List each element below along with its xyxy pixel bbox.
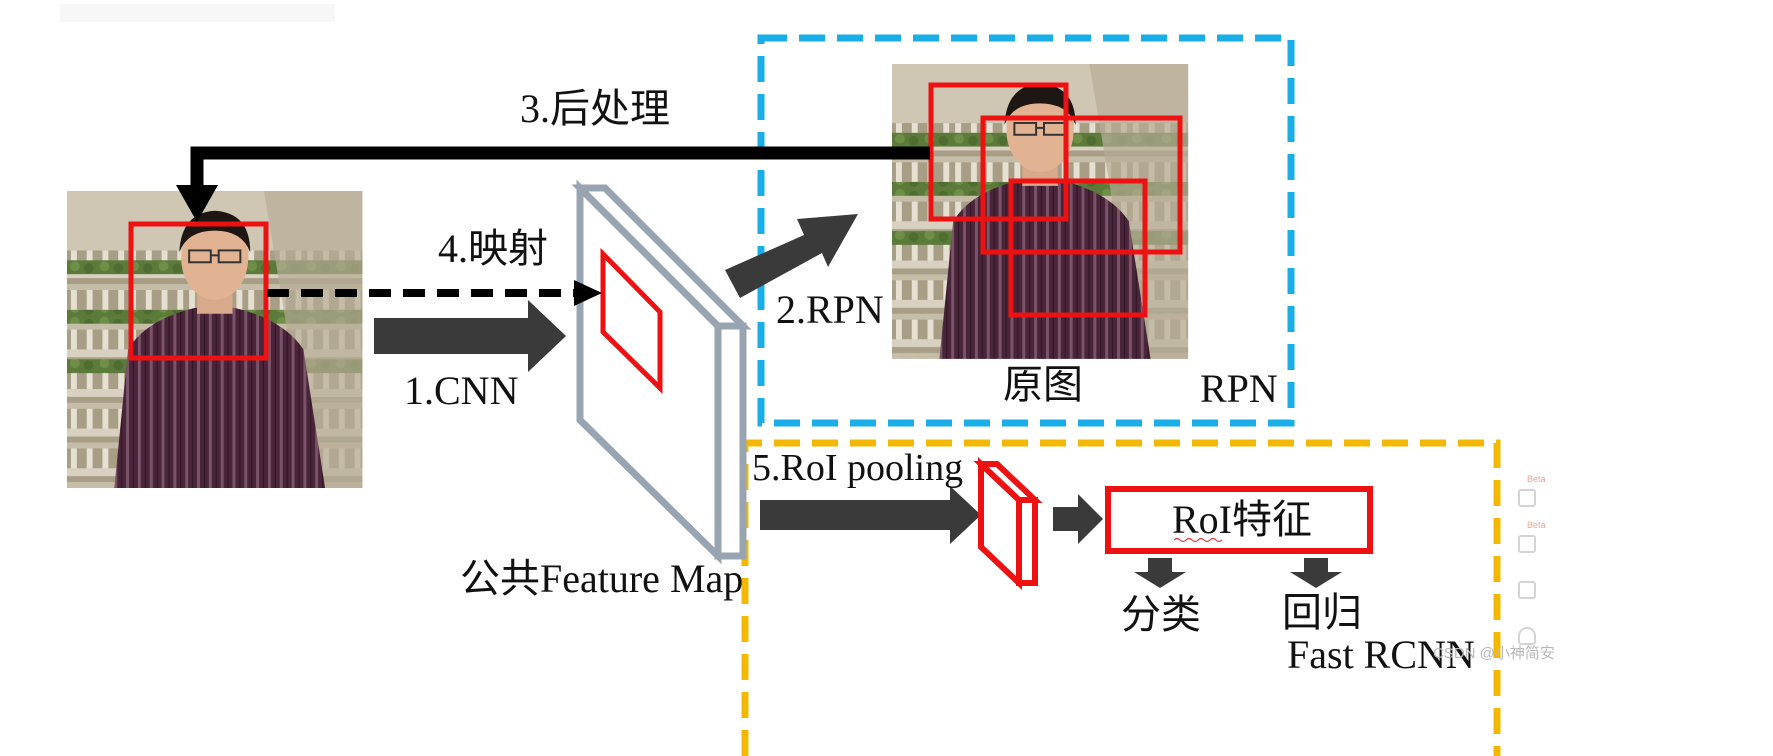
- spellcheck-squiggle: [1173, 537, 1223, 543]
- doc-icon[interactable]: [1518, 489, 1536, 507]
- rpn-proposal-box-3: [1008, 178, 1148, 318]
- roi-pooling-arrow: [760, 486, 981, 544]
- roi-feature-box: [1105, 486, 1373, 554]
- rpn-region-box: [757, 34, 1295, 427]
- feature-map-slab: [571, 179, 752, 565]
- label-original-image: 原图: [1003, 362, 1083, 407]
- top-edge-artifact: [60, 4, 335, 22]
- input-photo: [66, 190, 364, 489]
- csdn-watermark: CSDN @小神简安: [1433, 645, 1555, 662]
- label-step-cnn: 1.CNN: [404, 368, 518, 413]
- rpn-proposal-box-2: [980, 115, 1183, 255]
- label-step-rpn: 2.RPN: [776, 287, 884, 332]
- label-roi-pooling: 5.RoI pooling: [752, 447, 963, 489]
- edit-icon[interactable]: [1518, 581, 1536, 599]
- fast-rcnn-region-box: [741, 439, 1501, 756]
- classification-arrow: [1134, 558, 1186, 588]
- layout-icon[interactable]: [1518, 535, 1536, 553]
- label-rpn-box: RPN: [1200, 366, 1278, 411]
- label-regression: 回归: [1282, 590, 1362, 635]
- postprocess-arrow: [176, 146, 930, 222]
- mapping-arrow: [267, 280, 602, 306]
- label-roi-feature: RoI特征: [1172, 497, 1312, 542]
- headset-icon[interactable]: [1518, 627, 1536, 645]
- side-badge-2: Beta: [1527, 520, 1546, 530]
- label-fast-rcnn-box: Fast RCNN: [1287, 632, 1475, 677]
- feature-map-roi: [600, 247, 663, 394]
- roi-feature-arrow: [1053, 494, 1103, 544]
- label-step-postprocess: 3.后处理: [520, 86, 670, 131]
- roi-pooling-slab: [973, 457, 1043, 590]
- label-classification: 分类: [1121, 592, 1201, 637]
- rpn-arrow: [725, 214, 858, 298]
- label-step-mapping: 4.映射: [438, 226, 548, 271]
- side-badge-1: Beta: [1527, 474, 1546, 484]
- cnn-arrow: [374, 300, 566, 372]
- left-proposal-box: [128, 221, 269, 361]
- label-shared-feature-map: 公共Feature Map: [460, 556, 743, 601]
- regression-arrow: [1290, 558, 1342, 588]
- rpn-proposal-box-1: [928, 82, 1069, 222]
